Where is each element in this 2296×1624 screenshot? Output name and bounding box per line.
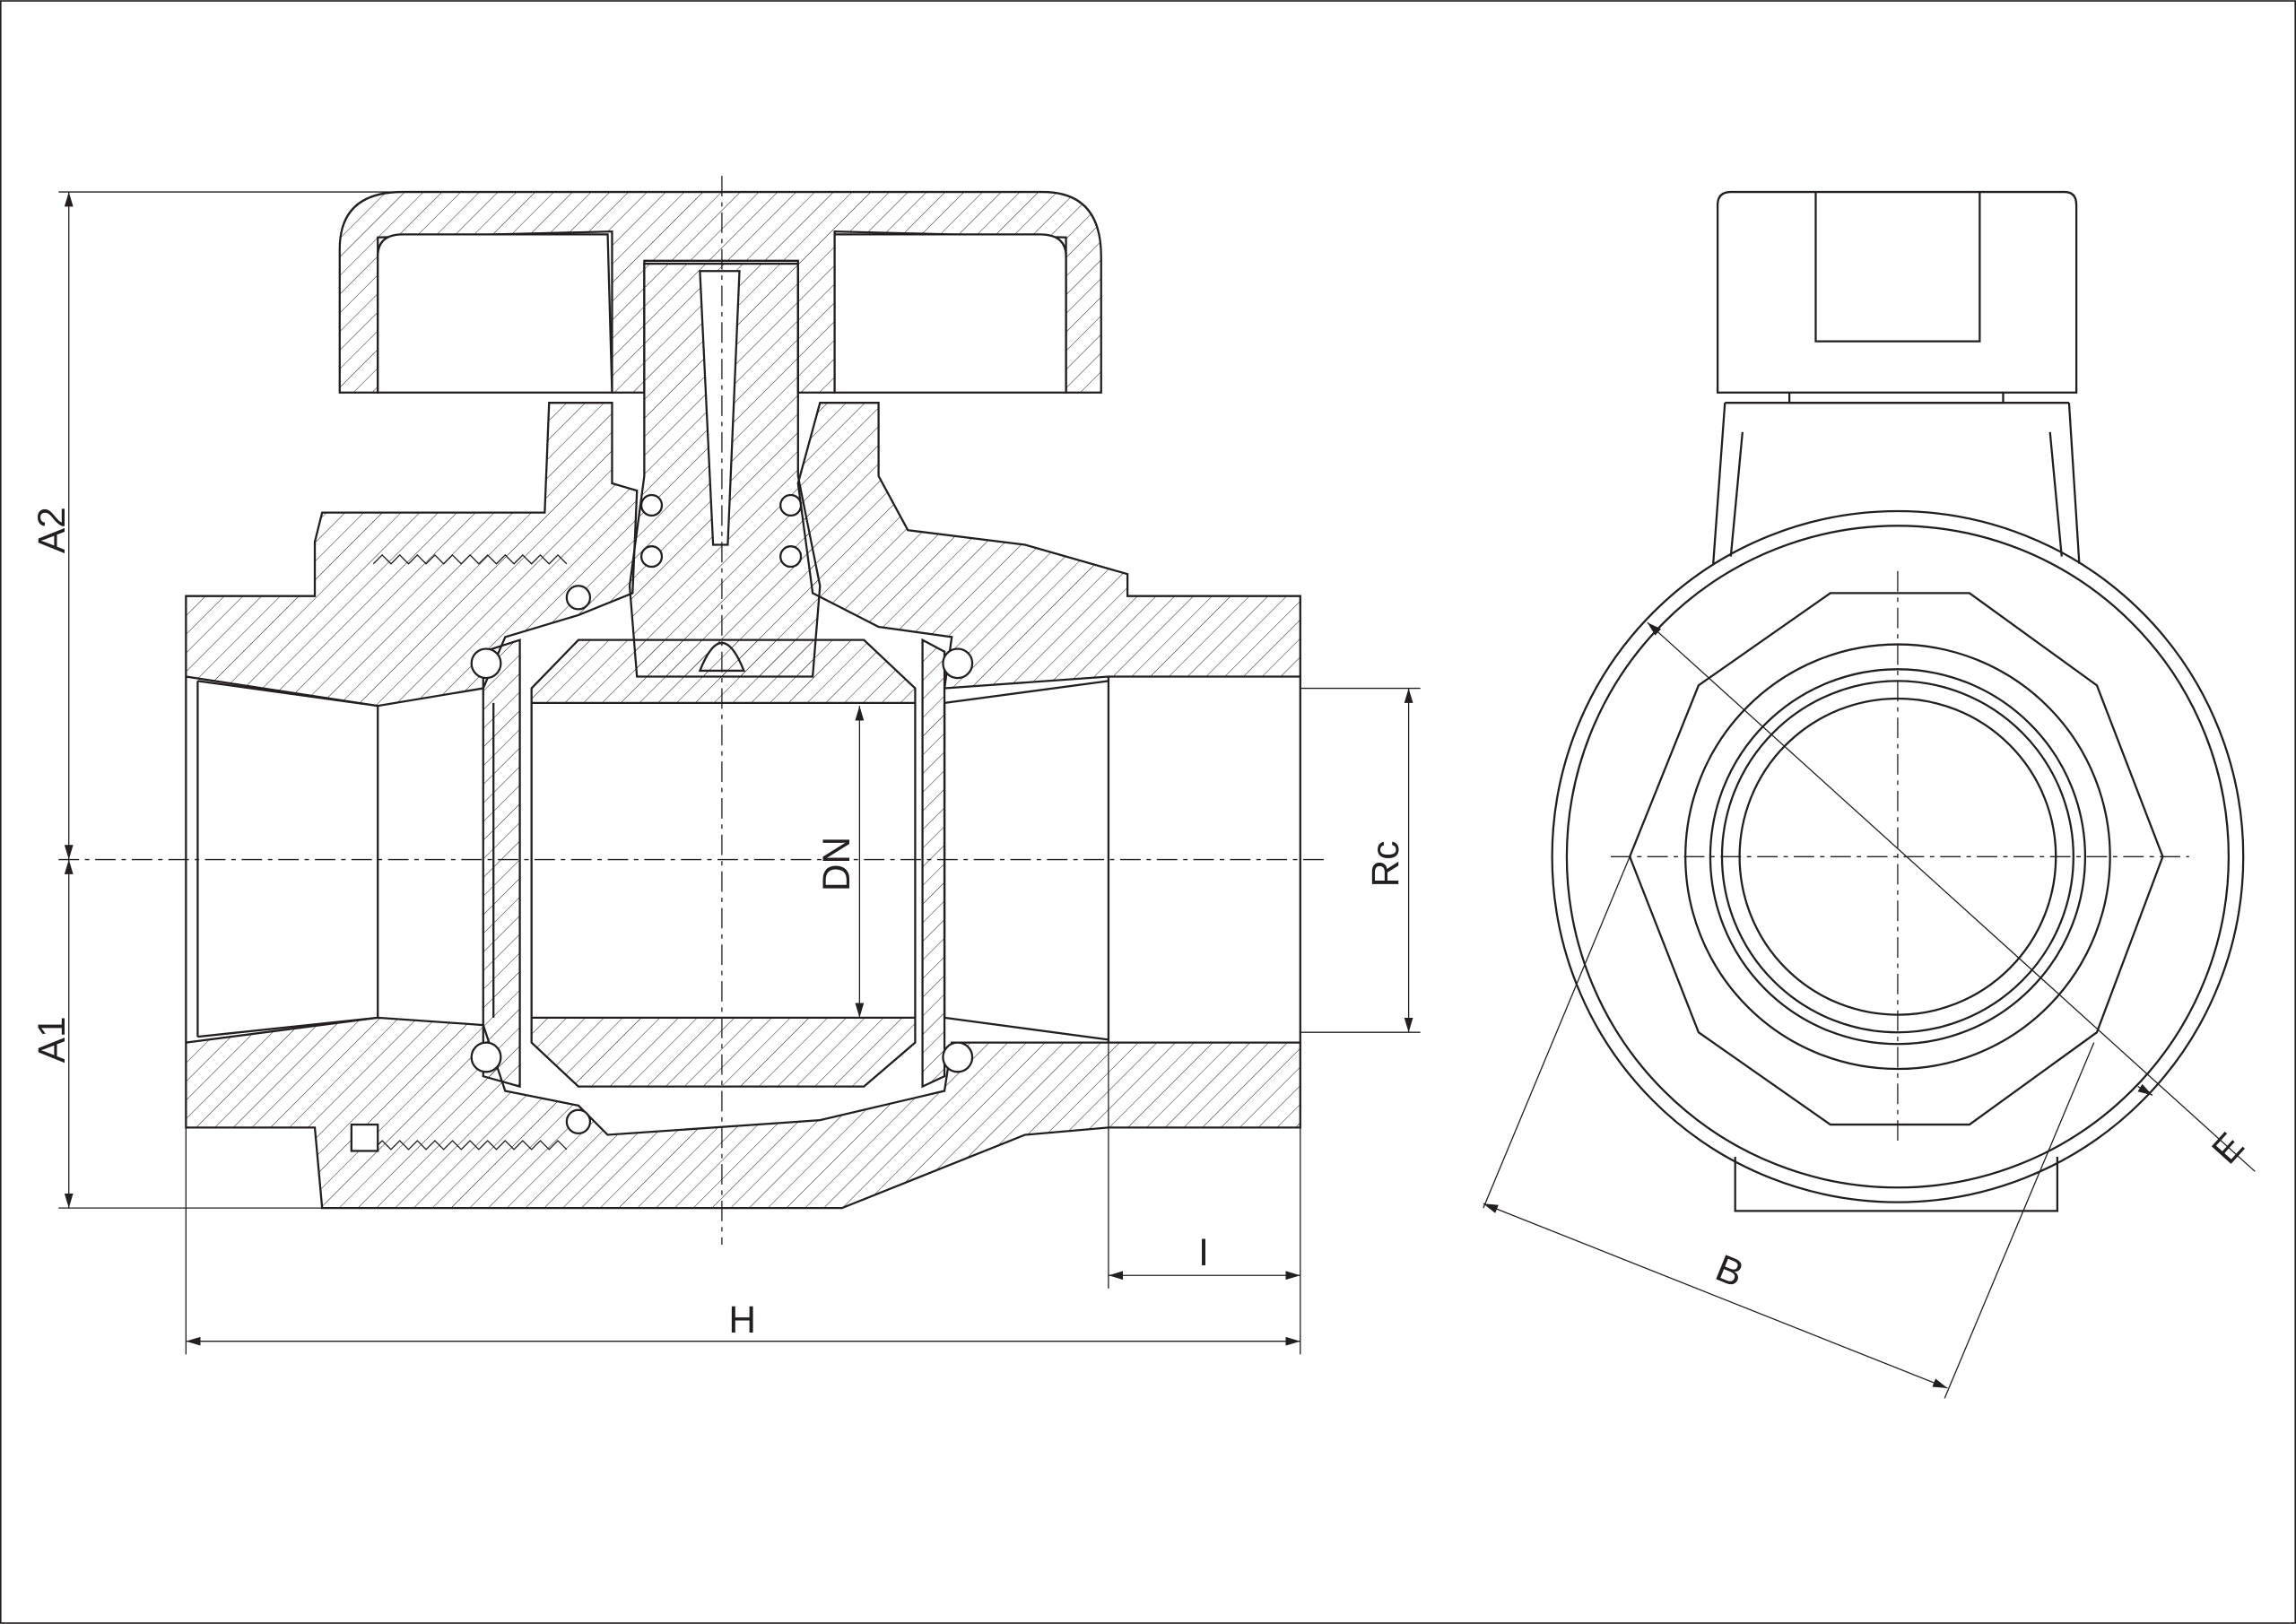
dimension-i: I <box>1108 1042 1301 1355</box>
dimension-a2: A2 <box>30 191 439 860</box>
dimension-h: H <box>185 1127 1300 1355</box>
end-view <box>1551 190 2245 1212</box>
label-a2: A2 <box>30 507 73 553</box>
label-i: I <box>1198 1231 1209 1273</box>
body-upper <box>185 402 639 708</box>
label-dn: DN <box>815 837 857 891</box>
dimension-dn: DN <box>815 706 865 1018</box>
label-rc: Rc <box>1364 841 1406 888</box>
label-a1: A1 <box>30 1016 73 1063</box>
label-b: B <box>1710 1246 1750 1295</box>
dimension-e: E <box>1647 621 2256 1172</box>
label-h: H <box>728 1298 756 1341</box>
handle-end <box>1716 190 2078 394</box>
ball <box>530 638 917 705</box>
dimension-b: B <box>1483 856 2095 1399</box>
section-view <box>58 176 1326 1245</box>
dimension-a1: A1 <box>30 859 323 1209</box>
dimension-rc: Rc <box>1300 687 1421 1033</box>
